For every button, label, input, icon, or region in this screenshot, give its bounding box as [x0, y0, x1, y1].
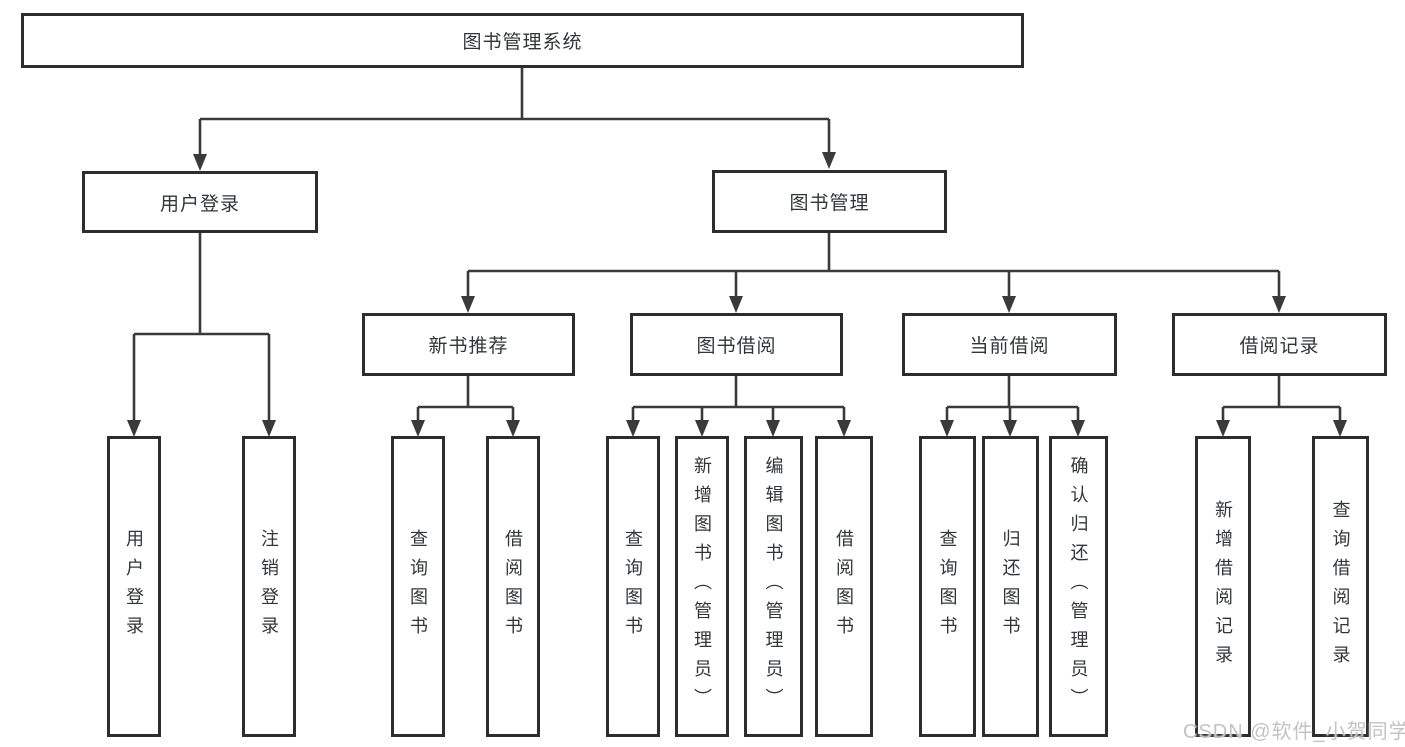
leaf-query-books-recommend-label: 查询图书: [408, 528, 428, 645]
arrowhead: [127, 420, 141, 437]
leaf-borrow-books: 借阅图书: [815, 436, 873, 737]
leaf-query-borrow-record-label: 查询借阅记录: [1330, 499, 1351, 674]
arrowhead: [1333, 420, 1347, 437]
node-borrow-records: 借阅记录: [1172, 313, 1387, 376]
node-root: 图书管理系统: [21, 13, 1024, 68]
leaf-return-book: 归还图书: [982, 436, 1039, 737]
leaf-add-book-admin-label: 新增图书（管理员）: [692, 456, 712, 717]
arrowhead: [940, 420, 954, 437]
node-new-book-recommend: 新书推荐: [362, 313, 575, 376]
node-new-book-recommend-label: 新书推荐: [428, 336, 509, 357]
leaf-add-book-admin: 新增图书（管理员）: [675, 436, 729, 737]
arrowhead: [1071, 420, 1085, 437]
leaf-query-books-borrow-label: 查询图书: [623, 528, 643, 645]
connector-user-login-split: [132, 233, 271, 422]
leaf-edit-book-admin: 编辑图书（管理员）: [744, 436, 803, 737]
node-book-management-label: 图书管理: [789, 193, 870, 214]
connector-book-mgmt-split: [466, 233, 1281, 298]
leaf-return-book-label: 归还图书: [1000, 528, 1021, 645]
connector-current-borrow-split: [945, 376, 1080, 422]
node-current-borrow-label: 当前借阅: [969, 336, 1050, 357]
arrowhead: [837, 420, 851, 437]
arrowhead: [766, 420, 780, 437]
arrowhead: [1272, 296, 1286, 313]
leaf-confirm-return-admin-label: 确认归还（管理员）: [1068, 456, 1089, 717]
leaf-user-login: 用户登录: [107, 436, 161, 737]
leaf-user-login-label: 用户登录: [124, 528, 144, 645]
leaf-query-books-current: 查询图书: [919, 436, 976, 737]
node-user-login: 用户登录: [82, 171, 318, 233]
arrowhead: [626, 420, 640, 437]
arrowhead: [1003, 420, 1017, 437]
watermark: CSDN @软件_小贺同学: [1183, 721, 1405, 743]
leaf-edit-book-admin-label: 编辑图书（管理员）: [763, 456, 784, 717]
node-current-borrow: 当前借阅: [902, 313, 1117, 376]
arrowhead: [461, 296, 475, 313]
arrowhead: [411, 420, 425, 437]
arrowhead: [1216, 420, 1230, 437]
arrowhead: [729, 296, 743, 313]
leaf-add-borrow-record: 新增借阅记录: [1195, 436, 1251, 737]
leaf-add-borrow-record-label: 新增借阅记录: [1213, 499, 1233, 674]
leaf-confirm-return-admin: 确认归还（管理员）: [1049, 436, 1108, 737]
node-book-borrow: 图书借阅: [630, 313, 843, 376]
leaf-logout-label: 注销登录: [259, 528, 279, 645]
connector-borrow-records-split: [1221, 376, 1342, 422]
node-book-management: 图书管理: [712, 170, 947, 233]
arrowhead: [822, 152, 836, 169]
node-user-login-label: 用户登录: [159, 193, 240, 215]
leaf-borrow-books-recommend-label: 借阅图书: [503, 528, 523, 645]
connector-root-split: [198, 68, 831, 158]
node-root-label: 图书管理系统: [462, 32, 583, 53]
leaf-borrow-books-recommend: 借阅图书: [486, 436, 540, 737]
node-borrow-records-label: 借阅记录: [1239, 336, 1320, 357]
leaf-borrow-books-label: 借阅图书: [834, 528, 854, 645]
connector-new-book-split: [416, 376, 515, 422]
leaf-query-books-current-label: 查询图书: [937, 528, 958, 645]
connector-book-borrow-split: [631, 376, 846, 422]
arrowhead: [1002, 296, 1016, 313]
arrowhead: [262, 420, 276, 437]
leaf-query-books-borrow: 查询图书: [606, 436, 660, 737]
leaf-query-books-recommend: 查询图书: [391, 436, 445, 737]
arrowhead: [695, 420, 709, 437]
leaf-logout: 注销登录: [242, 436, 296, 737]
arrowhead: [506, 420, 520, 437]
leaf-query-borrow-record: 查询借阅记录: [1312, 436, 1369, 737]
node-book-borrow-label: 图书借阅: [696, 336, 777, 357]
arrowhead: [193, 154, 207, 171]
